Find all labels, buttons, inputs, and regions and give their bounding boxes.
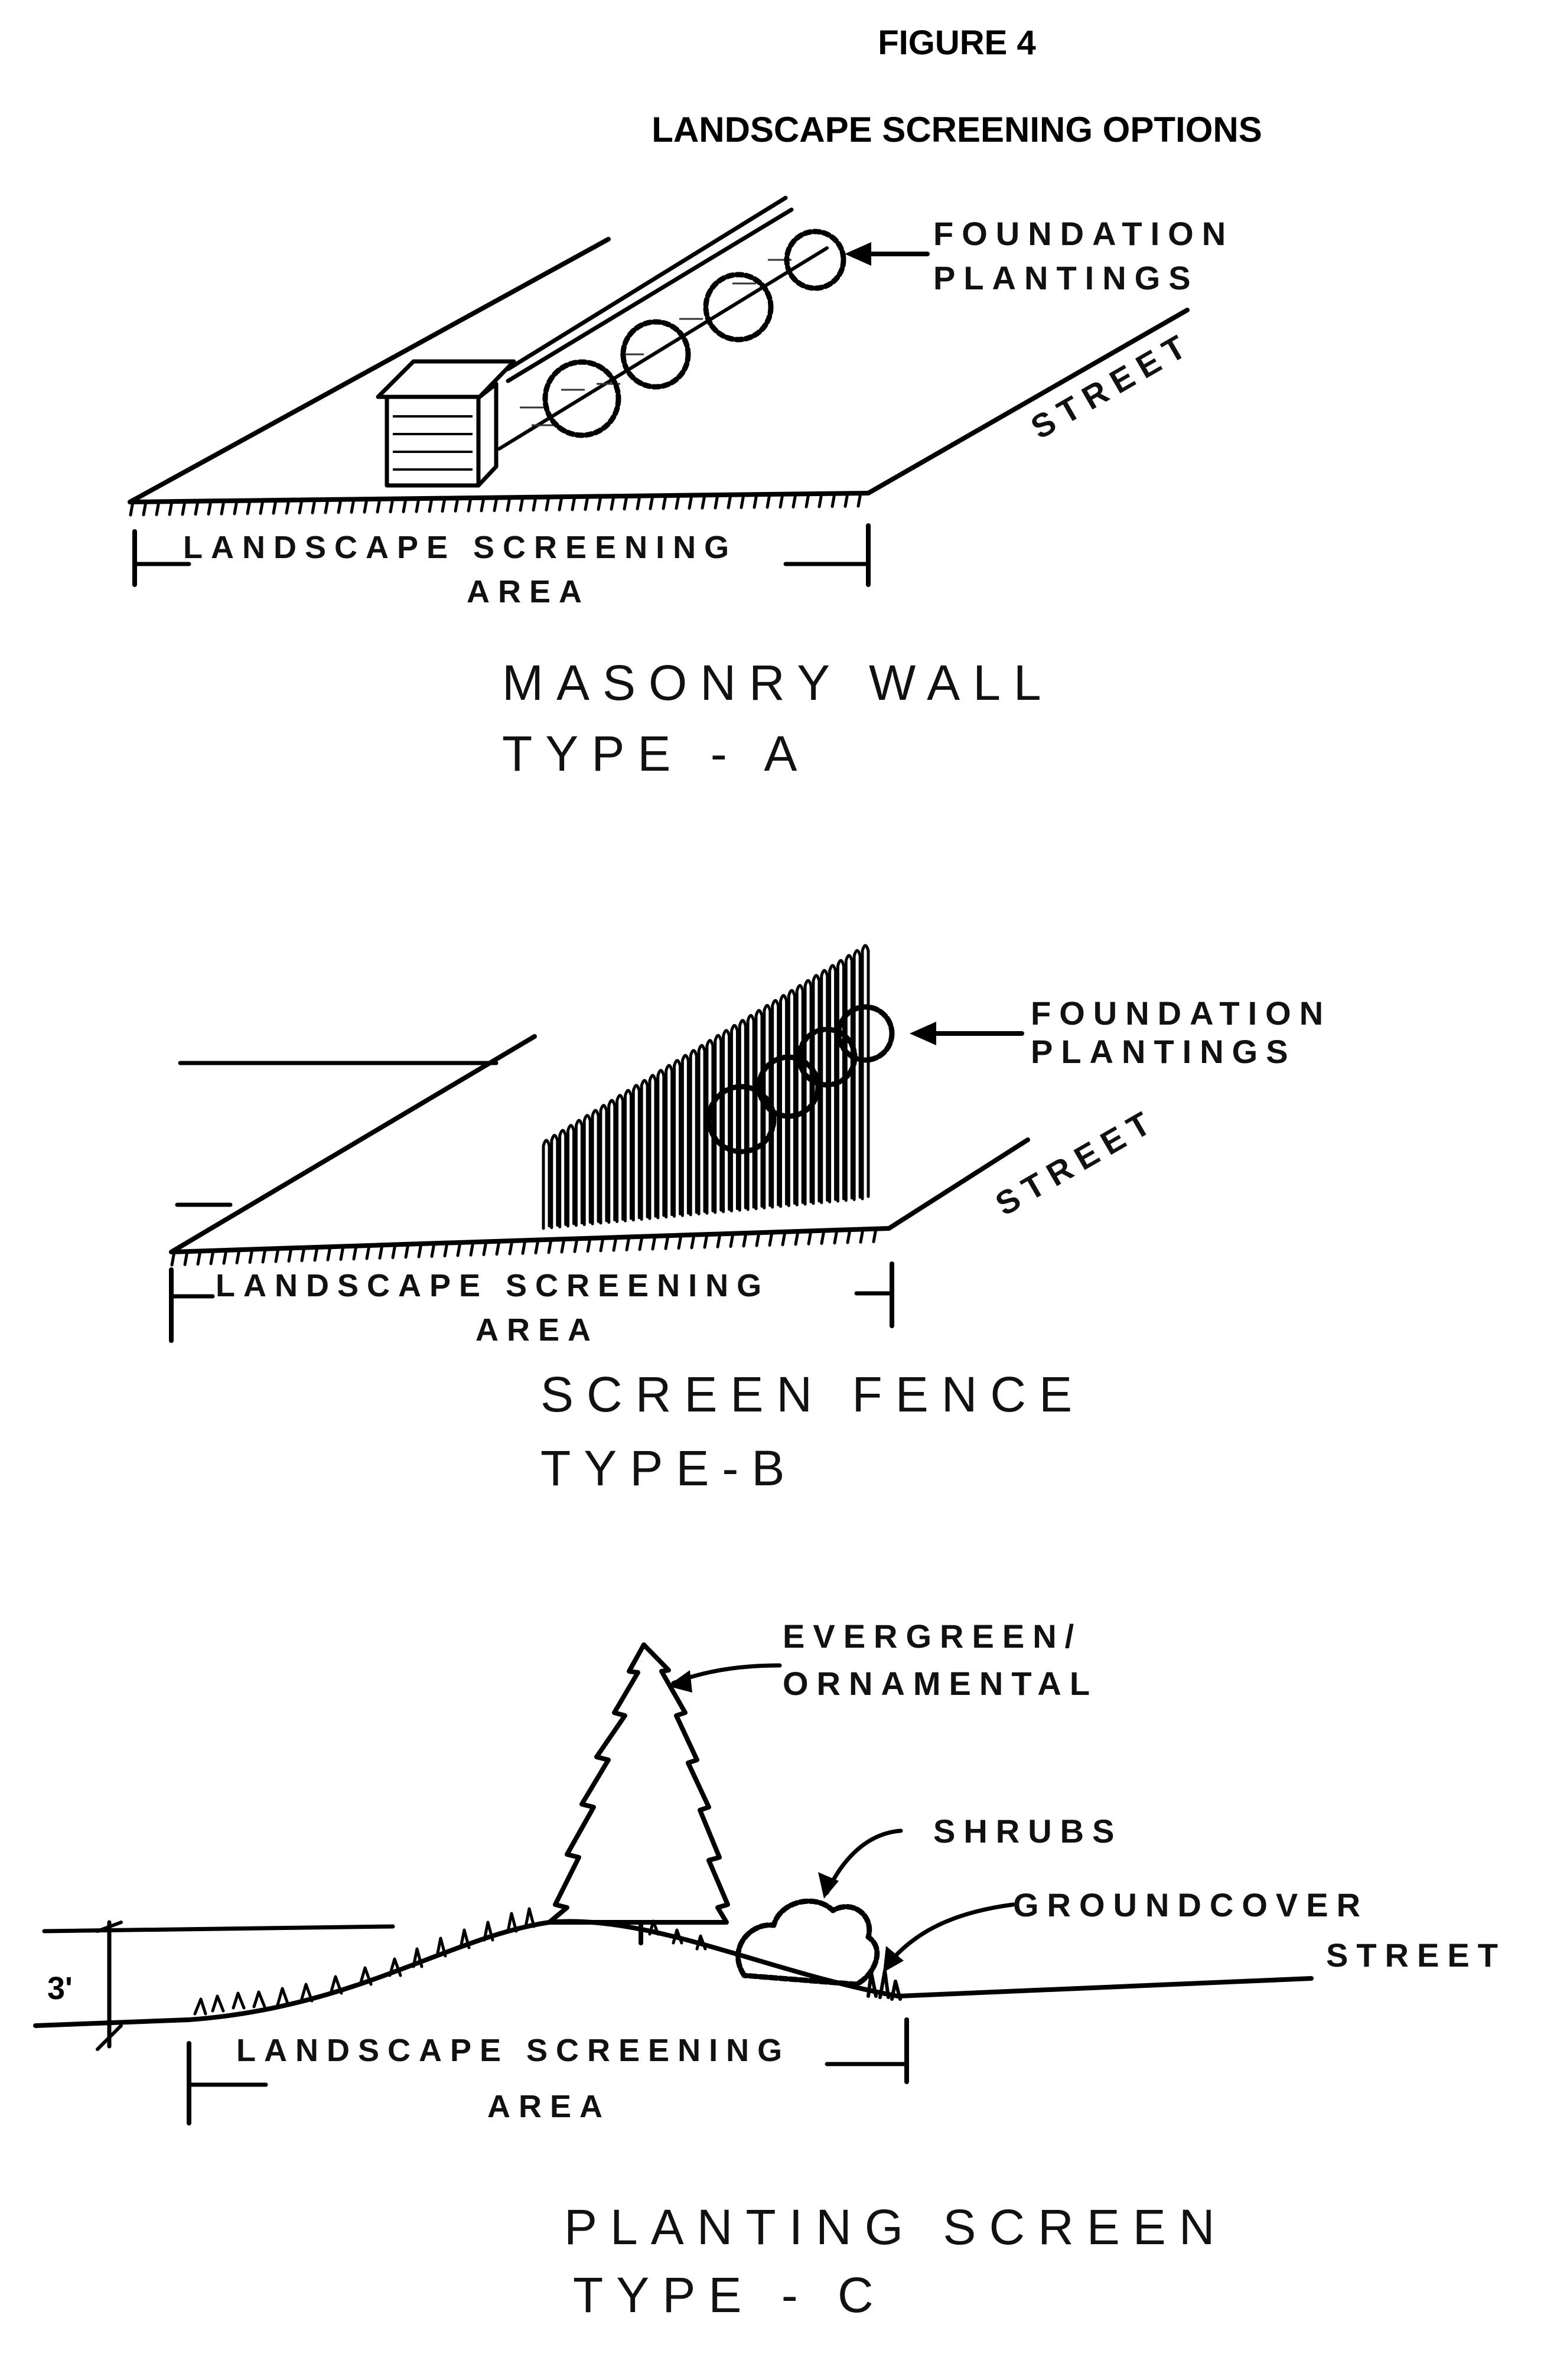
type-b-area-label-1: LANDSCAPE SCREENING: [216, 1268, 770, 1303]
type-c-area-label-1: LANDSCAPE SCREENING: [236, 2033, 790, 2068]
type-a-ground-back-edge: [128, 237, 611, 504]
type-c-groundcover-label: GROUNDCOVER: [1013, 1886, 1369, 1923]
type-b-caption-type: TYPE-B: [540, 1440, 797, 1496]
type-a-callout-line1: FOUNDATION: [933, 215, 1234, 252]
type-c-shrubs-label: SHRUBS: [933, 1812, 1122, 1850]
type-c-groundcover-callout-arrow: [884, 1902, 1015, 1969]
type-b-callout-line1: FOUNDATION: [1031, 995, 1331, 1032]
type-b-callout-line2: PLANTINGS: [1031, 1033, 1297, 1070]
type-a-area-label-2: AREA: [467, 574, 590, 609]
type-b-diagram: [169, 944, 1030, 1343]
type-a-pillar-side-top: [477, 382, 499, 399]
type-a-caption-type: TYPE - A: [502, 726, 810, 781]
type-a-shrub: [542, 359, 621, 438]
type-b-ground-hatching: [170, 1227, 878, 1267]
type-a-wall-pillar: [385, 395, 481, 488]
type-a-wall-pillar-top: [376, 359, 516, 399]
type-a-shrub: [620, 319, 691, 390]
type-b-shrub: [836, 1004, 895, 1063]
figure-number: FIGURE 4: [878, 24, 1036, 62]
type-c-caption-name: PLANTING SCREEN: [564, 2199, 1228, 2255]
type-a-pillar-side-bottom: [476, 464, 499, 488]
type-c-groundcover-callout-arrowhead: [883, 1946, 904, 1973]
type-c-shrub: [735, 1898, 880, 1987]
type-a-ground-front-edge: [128, 491, 871, 504]
type-a-wall-base-line: [497, 246, 829, 451]
type-c-diagram: [33, 1642, 1314, 2125]
type-c-height-dim-tick-bottom: [96, 2024, 123, 2051]
type-a-ground-hatching: [129, 491, 862, 517]
type-b-ground-back-edge: [169, 1034, 537, 1254]
type-b-street-label: STREET: [989, 1100, 1164, 1222]
type-c-tree-label-2: ORNAMENTAL: [783, 1665, 1098, 1702]
type-a-callout-line2: PLANTINGS: [933, 259, 1199, 296]
type-b-screen-fence: [542, 944, 870, 1230]
type-b-shrub: [756, 1054, 821, 1119]
type-b-shrub: [706, 1084, 777, 1155]
type-b-caption-name: SCREEN FENCE: [540, 1367, 1085, 1422]
type-c-street-line: [895, 1976, 1314, 1998]
type-c-height-label: 3': [47, 1971, 73, 2006]
type-c-area-label-2: AREA: [487, 2089, 611, 2124]
type-c-shrubs-callout-arrowhead: [818, 1872, 839, 1899]
type-a-street-label: STREET: [1025, 324, 1200, 446]
type-a-shrub: [703, 272, 774, 343]
type-c-tree-label-1: EVERGREEN/: [783, 1618, 1082, 1655]
type-a-wall-top-line: [506, 195, 788, 371]
type-a-shrub: [784, 229, 846, 291]
type-b-area-label-2: AREA: [475, 1312, 599, 1348]
type-c-caption-type: TYPE - C: [573, 2267, 887, 2323]
type-b-callout-arrowhead: [910, 1022, 936, 1045]
type-c-shrubs-callout-arrow: [825, 1828, 903, 1895]
type-a-callout-arrowhead: [845, 242, 871, 266]
type-a-area-label-1: LANDSCAPE SCREENING: [183, 530, 737, 565]
type-c-street-label: STREET: [1326, 1936, 1506, 1974]
type-c-evergreen-tree: [547, 1642, 730, 1925]
type-a-diagram: [128, 195, 1190, 587]
type-a-pillar-bricks: [393, 415, 473, 471]
type-a-wall-top-line-2: [506, 207, 794, 383]
type-c-height-dim-tick-top: [96, 1921, 123, 1933]
type-c-tree-callout-arrowhead: [667, 1670, 692, 1693]
type-a-wall-shading: [520, 259, 791, 426]
figure-title: LANDSCAPE SCREENING OPTIONS: [652, 110, 1262, 149]
type-b-street-edge: [887, 1137, 1030, 1231]
type-a-caption-name: MASONRY WALL: [502, 655, 1054, 710]
type-a-street-edge: [866, 308, 1190, 495]
